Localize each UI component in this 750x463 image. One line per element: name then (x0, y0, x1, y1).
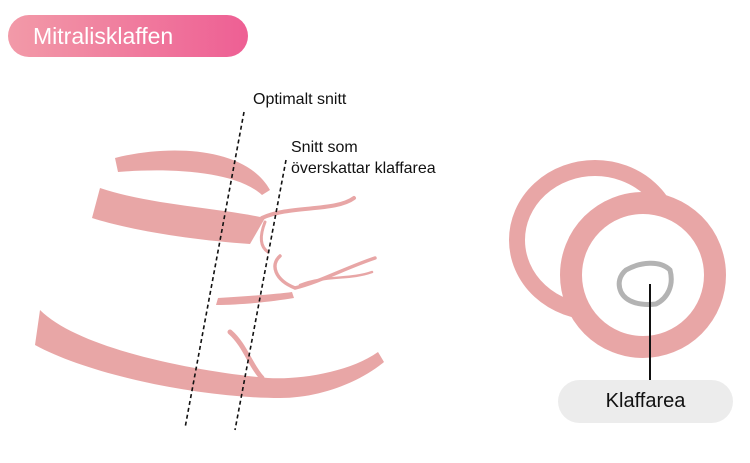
valve-annulus-front (560, 192, 726, 358)
title-text: Mitralisklaffen (33, 23, 174, 49)
overestimate-cut-label: Snitt som överskattar klaffarea (291, 137, 436, 179)
anterior-leaflet-inner (259, 220, 270, 254)
upper-left-wall (92, 188, 265, 244)
valve-cross-section (509, 160, 726, 382)
optimal-cut-label: Optimalt snitt (253, 91, 347, 108)
overestimate-label-line1: Snitt som (291, 139, 358, 156)
overestimate-label-line2: överskattar klaffarea (291, 160, 436, 177)
overestimate-cut-line (234, 159, 287, 431)
upper-wall-arch (115, 150, 270, 195)
lower-leaflet (227, 329, 265, 381)
posterior-leaflet-2 (298, 270, 374, 287)
middle-band (216, 292, 294, 305)
lower-wall (35, 310, 384, 398)
optimal-cut-line (184, 111, 245, 429)
valve-orifice (616, 260, 674, 307)
valve-area-text: Klaffarea (605, 390, 686, 412)
title-badge: Mitralisklaffen (8, 15, 248, 57)
anterior-leaflet (260, 196, 356, 220)
posterior-leaflet (273, 254, 377, 290)
valve-area-label: Klaffarea (558, 380, 733, 423)
